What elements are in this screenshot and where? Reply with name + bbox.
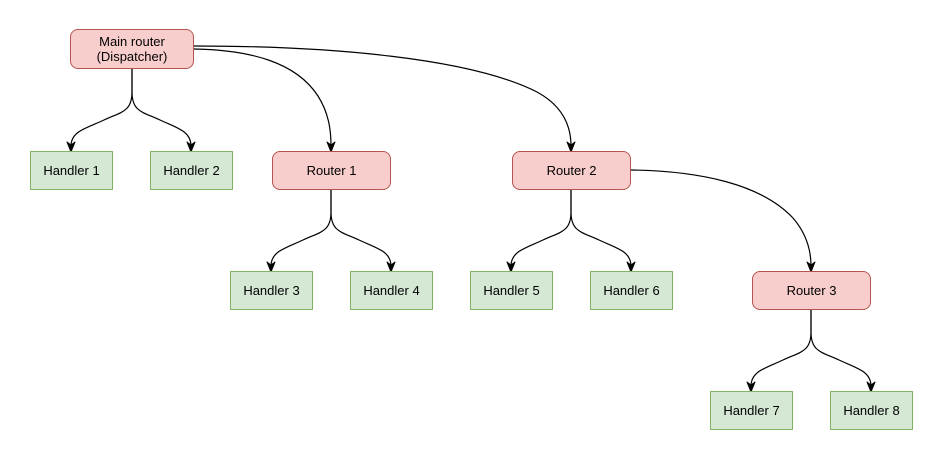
edge-main-router-to-handler-1 [66, 68, 133, 153]
node-handler-1[interactable]: Handler 1 [30, 151, 113, 190]
node-router-2[interactable]: Router 2 [512, 151, 631, 190]
node-handler-8[interactable]: Handler 8 [830, 391, 913, 430]
edge-router-2-to-router-3 [630, 169, 816, 273]
edge-router-2-to-handler-6 [570, 189, 636, 273]
edge-router-3-to-handler-7 [746, 309, 812, 393]
edge-main-router-to-router-2 [193, 45, 576, 153]
edge-router-2-to-handler-5 [506, 189, 572, 273]
node-handler-6[interactable]: Handler 6 [590, 271, 673, 310]
node-handler-5[interactable]: Handler 5 [470, 271, 553, 310]
edge-router-1-to-handler-4 [330, 189, 396, 273]
node-handler-7[interactable]: Handler 7 [710, 391, 793, 430]
node-handler-3[interactable]: Handler 3 [230, 271, 313, 310]
node-router-3[interactable]: Router 3 [752, 271, 871, 310]
node-handler-2[interactable]: Handler 2 [150, 151, 233, 190]
node-router-1[interactable]: Router 1 [272, 151, 391, 190]
edge-router-1-to-handler-3 [266, 189, 332, 273]
edge-main-router-to-handler-2 [131, 68, 196, 153]
edge-main-router-to-router-1 [193, 48, 336, 153]
edge-router-3-to-handler-8 [810, 309, 876, 393]
node-handler-4[interactable]: Handler 4 [350, 271, 433, 310]
node-main-router[interactable]: Main router (Dispatcher) [70, 29, 194, 69]
